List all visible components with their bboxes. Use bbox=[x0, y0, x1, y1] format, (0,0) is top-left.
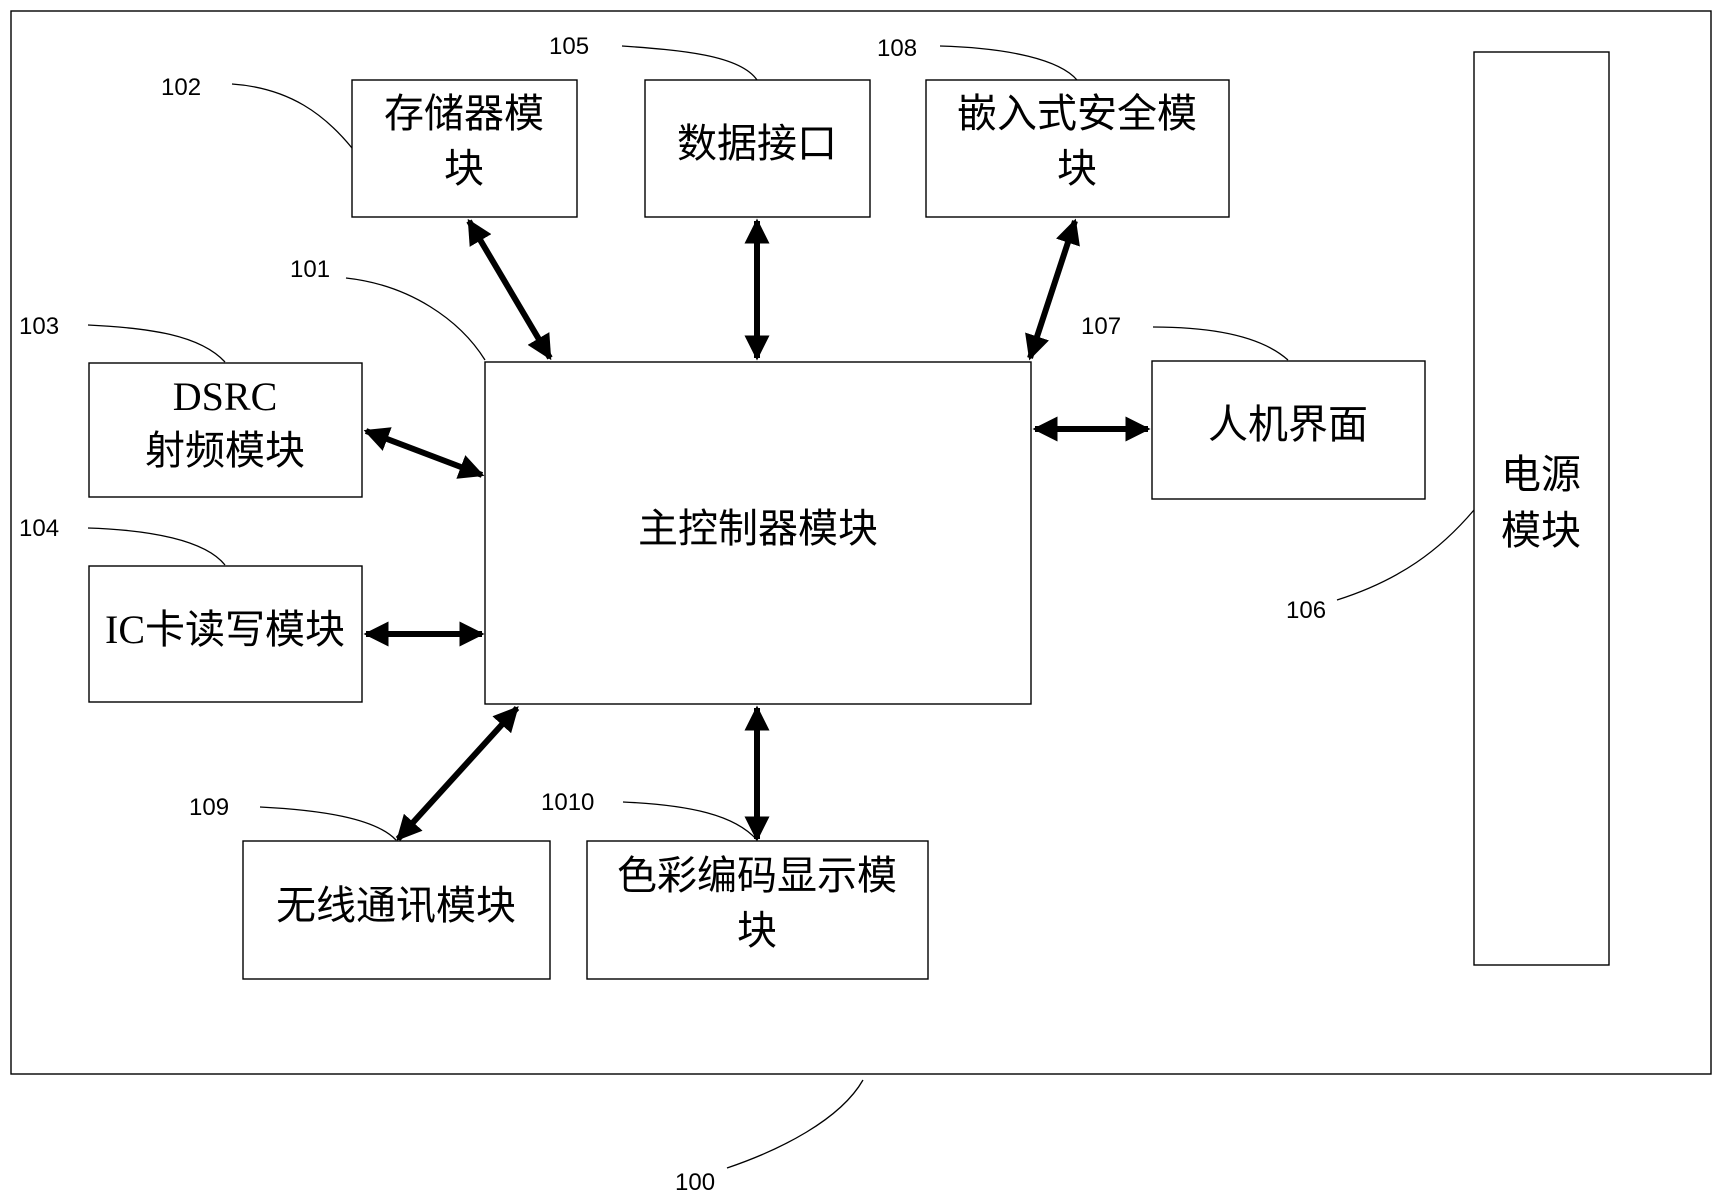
leader-100 bbox=[727, 1080, 863, 1168]
leader-106 bbox=[1337, 510, 1474, 600]
data-interface-label: 数据接口 bbox=[677, 121, 837, 166]
leader-1010 bbox=[623, 802, 757, 840]
ref-105: 105 bbox=[549, 33, 589, 60]
color-code-display-label-line1: 色彩编码显示模 bbox=[617, 853, 897, 898]
leader-102 bbox=[232, 84, 352, 148]
hmi-label: 人机界面 bbox=[1208, 402, 1368, 447]
ref-103: 103 bbox=[19, 313, 59, 340]
ref-1010: 1010 bbox=[541, 789, 594, 816]
arrow-wireless-main bbox=[398, 708, 517, 839]
embedded-security-label-line2: 块 bbox=[1057, 146, 1097, 191]
color-code-display-label-line2: 块 bbox=[737, 908, 777, 953]
leader-109 bbox=[260, 807, 396, 840]
arrow-storage-main bbox=[469, 221, 550, 358]
leader-103 bbox=[88, 325, 225, 362]
ref-104: 104 bbox=[19, 515, 59, 542]
ref-100: 100 bbox=[675, 1169, 715, 1196]
ref-102: 102 bbox=[161, 74, 201, 101]
embedded-security-label-line1: 嵌入式安全模 bbox=[957, 91, 1197, 136]
dsrc-module-label-line2: 射频模块 bbox=[145, 428, 305, 473]
leader-107 bbox=[1153, 327, 1288, 360]
ref-108: 108 bbox=[877, 35, 917, 62]
leader-101 bbox=[346, 278, 485, 360]
leader-104 bbox=[88, 528, 225, 565]
ref-101: 101 bbox=[290, 256, 330, 283]
arrow-security-main bbox=[1030, 221, 1075, 358]
storage-module-label-line1: 存储器模 bbox=[384, 91, 544, 136]
ref-107: 107 bbox=[1081, 313, 1121, 340]
leader-105 bbox=[622, 46, 757, 80]
ref-106: 106 bbox=[1286, 597, 1326, 624]
storage-module-label-line2: 块 bbox=[444, 146, 484, 191]
main-controller-label: 主控制器模块 bbox=[638, 506, 878, 551]
power-module-label-line2: 模块 bbox=[1501, 508, 1581, 553]
power-module-label-line1: 电源 bbox=[1501, 452, 1581, 497]
ic-card-module-label: IC卡读写模块 bbox=[105, 607, 345, 652]
wireless-module-label: 无线通讯模块 bbox=[276, 883, 516, 928]
arrow-dsrc-main bbox=[366, 431, 482, 475]
ref-109: 109 bbox=[189, 794, 229, 821]
dsrc-module-label-line1: DSRC bbox=[173, 374, 278, 419]
leader-108 bbox=[940, 46, 1077, 80]
